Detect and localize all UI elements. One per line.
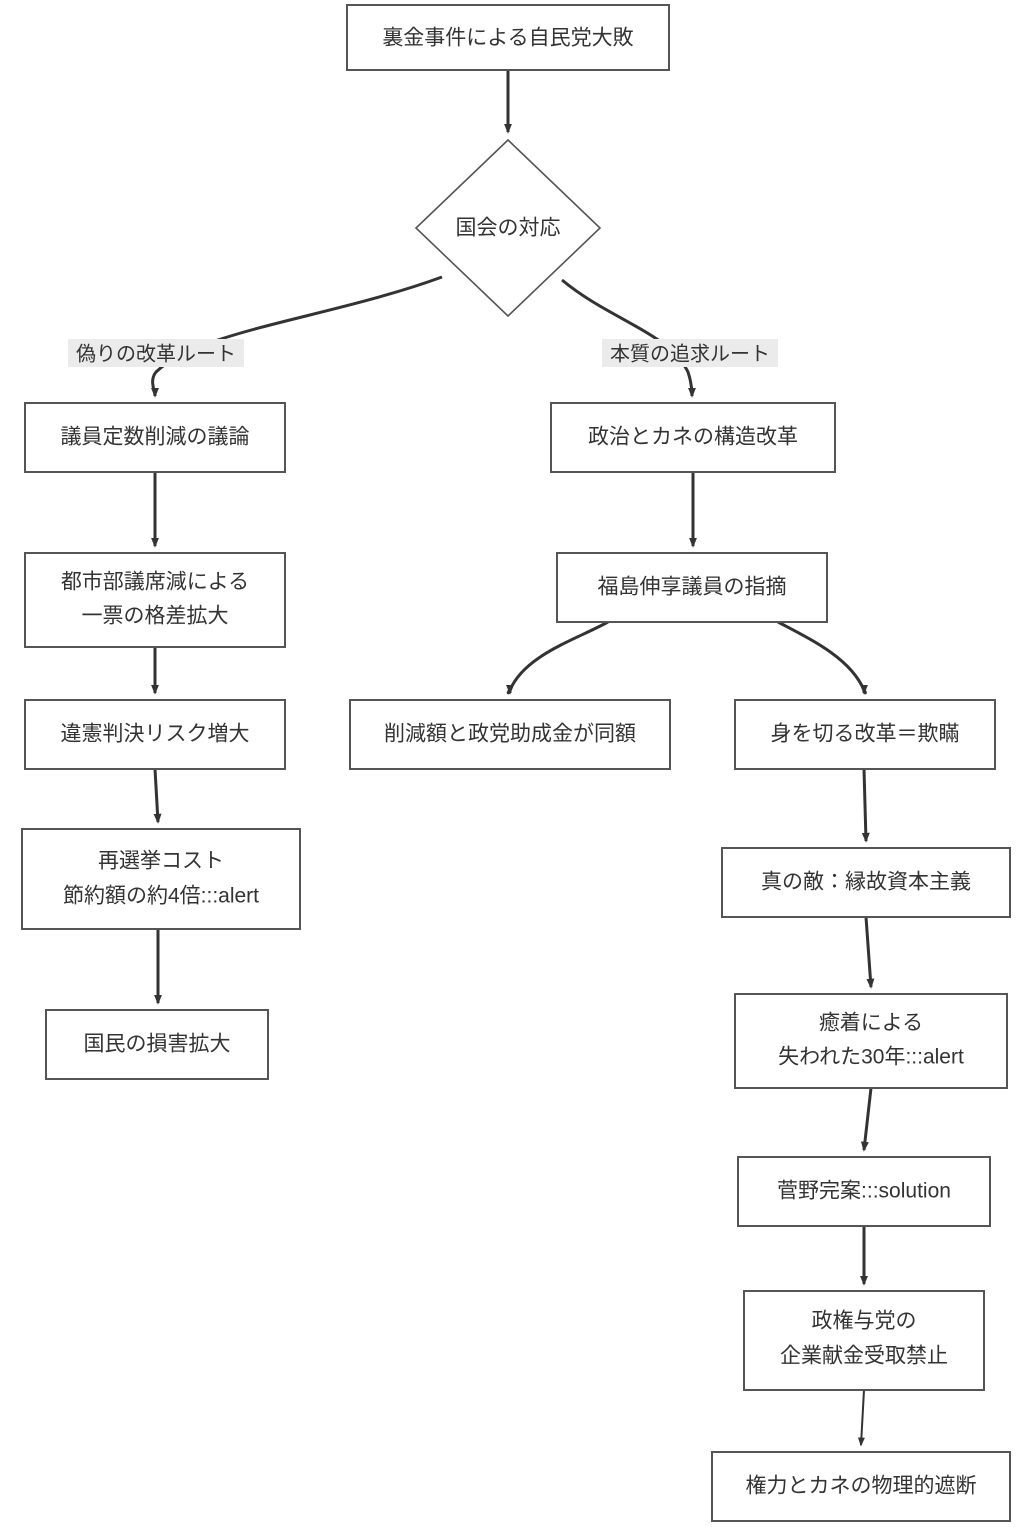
edge-right3-to-right4 [864, 916, 875, 989]
node-left-2[interactable]: 都市部議席減による 一票の格差拡大 [24, 552, 286, 648]
node-right-1-box[interactable] [550, 402, 836, 473]
node-decision-label: 国会の対応 [456, 217, 561, 240]
node-left-3-box[interactable] [24, 699, 286, 770]
node-root-box[interactable] [346, 4, 670, 71]
node-right-3-box[interactable] [721, 847, 1011, 918]
node-left-5[interactable]: 国民の損害拡大 [45, 1009, 269, 1080]
edges-layer [150, 70, 875, 1447]
node-left-1-label: 議員定数削減の議論 [61, 426, 250, 449]
node-right-5-label: 菅野完案:::solution [777, 1180, 951, 1203]
edge-decision-to-right1 [561, 278, 696, 398]
node-left-3-label: 違憲判決リスク増大 [61, 723, 250, 746]
node-left-4-label-line2: 節約額の約4倍:::alert [63, 885, 259, 908]
edge-right2-to-branchright [777, 620, 869, 695]
node-right-4-label-line2: 失われた30年:::alert [778, 1046, 964, 1069]
node-right-2[interactable]: 福島伸享議員の指摘 [556, 552, 828, 623]
edge-label-right-route-text: 本質の追求ルート [610, 342, 770, 365]
node-right-7[interactable]: 権力とカネの物理的遮断 [711, 1451, 1011, 1522]
node-right-4-box[interactable] [734, 993, 1008, 1089]
node-right-1[interactable]: 政治とカネの構造改革 [550, 402, 836, 473]
node-left-5-label: 国民の損害拡大 [84, 1033, 231, 1056]
node-branch-right-box[interactable] [734, 699, 996, 770]
node-right-7-box[interactable] [711, 1451, 1011, 1522]
edge-label-left-route-text: 偽りの改革ルート [76, 342, 236, 365]
edge-label-right-route: 本質の追求ルート [602, 339, 778, 367]
node-right-3[interactable]: 真の敵：縁故資本主義 [721, 847, 1011, 918]
node-right-5-box[interactable] [737, 1156, 991, 1227]
node-right-2-label: 福島伸享議員の指摘 [598, 576, 787, 599]
node-branch-right[interactable]: 身を切る改革＝欺瞞 [734, 699, 996, 770]
node-branch-right-label: 身を切る改革＝欺瞞 [771, 723, 960, 746]
edge-label-left-route-bg [68, 339, 244, 367]
edge-right4-to-right5 [860, 1087, 873, 1152]
edge-labels-layer: 偽りの改革ルート 本質の追求ルート [68, 339, 778, 367]
node-left-4[interactable]: 再選挙コスト 節約額の約4倍:::alert [21, 828, 301, 930]
node-left-1-box[interactable] [24, 402, 286, 473]
node-right-4[interactable]: 癒着による 失われた30年:::alert [734, 993, 1008, 1089]
node-right-6-label-line1: 政権与党の [812, 1310, 917, 1333]
edge-branchright-to-right3 [861, 768, 870, 843]
node-right-7-label: 権力とカネの物理的遮断 [746, 1475, 977, 1498]
edge-left3-to-left4 [153, 768, 162, 824]
node-left-4-label-line1: 再選挙コスト [98, 850, 224, 873]
node-root[interactable]: 裏金事件による自民党大敗 [346, 4, 670, 71]
node-right-6-box[interactable] [743, 1290, 985, 1391]
node-right-6[interactable]: 政権与党の 企業献金受取禁止 [743, 1290, 985, 1391]
edge-right6-to-right7 [857, 1389, 865, 1447]
node-right-2-box[interactable] [556, 552, 828, 623]
node-right-5[interactable]: 菅野完案:::solution [737, 1156, 991, 1227]
edge-label-left-route: 偽りの改革ルート [68, 339, 244, 367]
node-left-2-box[interactable] [24, 552, 286, 648]
node-decision-shape[interactable] [414, 138, 602, 318]
node-left-4-box[interactable] [21, 828, 301, 930]
node-right-1-label: 政治とカネの構造改革 [588, 426, 798, 449]
node-left-1[interactable]: 議員定数削減の議論 [24, 402, 286, 473]
node-decision[interactable]: 国会の対応 [414, 138, 602, 318]
node-left-3[interactable]: 違憲判決リスク増大 [24, 699, 286, 770]
node-branch-left-box[interactable] [349, 699, 671, 770]
node-right-4-label-line1: 癒着による [819, 1012, 923, 1035]
nodes-layer: 裏金事件による自民党大敗 国会の対応 議員定数削減の議論 都市部議席減による 一… [21, 4, 1011, 1522]
node-left-2-label-line2: 一票の格差拡大 [82, 605, 229, 628]
node-left-5-box[interactable] [45, 1009, 269, 1080]
node-right-3-label: 真の敵：縁故資本主義 [761, 871, 971, 894]
edge-label-right-route-bg [602, 339, 778, 367]
edge-right2-to-branchleft [505, 620, 609, 695]
edge-decision-to-left1 [150, 275, 443, 398]
node-branch-left[interactable]: 削減額と政党助成金が同額 [349, 699, 671, 770]
node-root-label: 裏金事件による自民党大敗 [382, 27, 633, 50]
node-left-2-label-line1: 都市部議席減による [61, 571, 249, 594]
node-right-6-label-line2: 企業献金受取禁止 [780, 1345, 948, 1368]
node-branch-left-label: 削減額と政党助成金が同額 [384, 723, 636, 746]
